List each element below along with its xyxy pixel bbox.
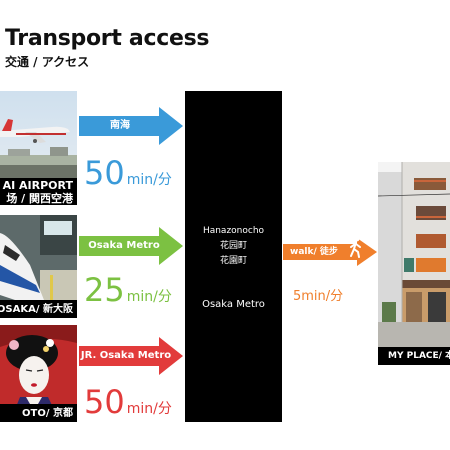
- shin-osaka-photo: OSAKA/ 新大阪: [0, 215, 77, 318]
- airport-caption-en: AI AIRPORT: [2, 178, 73, 192]
- route-line-osaka-metro: Osaka Metro: [88, 240, 160, 251]
- route-arrow-osaka-metro: [79, 227, 183, 265]
- kyoto-photo: OTO/ 京都: [0, 325, 77, 422]
- my-place-caption: MY PLACE/ 本: [378, 347, 450, 365]
- duration-unit: min/分: [126, 289, 172, 305]
- kyoto-caption: OTO/ 京都: [22, 407, 73, 419]
- station-line: Osaka Metro: [202, 299, 265, 310]
- page-subtitle: 交通 / アクセス: [5, 55, 90, 69]
- walk-label: walk/ 徒步: [290, 247, 338, 257]
- my-place-photo: MY PLACE/ 本: [378, 162, 450, 365]
- route-arrow-nankai: [79, 107, 183, 145]
- station-box: Hanazonocho 花园町 花園町 Osaka Metro: [185, 91, 282, 422]
- duration-unit: min/分: [126, 401, 172, 417]
- station-name-en: Hanazonocho: [202, 226, 265, 236]
- shin-osaka-caption: OSAKA/ 新大阪: [0, 303, 73, 315]
- building-image: [378, 162, 450, 365]
- walking-person-icon: [350, 236, 361, 258]
- airport-photo: AI AIRPORT 场 / 関西空港: [0, 91, 77, 205]
- station-name-jp-simplified: 花园町: [219, 241, 247, 251]
- route-line-jr: JR. Osaka Metro: [80, 350, 172, 361]
- duration-unit: min/分: [126, 172, 172, 188]
- duration-value: 50: [84, 154, 125, 192]
- walk-duration: 5min/分: [293, 289, 344, 304]
- airport-caption-jp: 场 / 関西空港: [6, 191, 73, 205]
- route-arrow-jr: [79, 337, 183, 375]
- page-title: Transport access: [5, 26, 210, 51]
- route-line-nankai: 南海: [110, 120, 130, 131]
- station-name-jp: 花園町: [219, 256, 247, 266]
- duration-value: 50: [84, 383, 125, 421]
- duration-value: 25: [84, 271, 125, 309]
